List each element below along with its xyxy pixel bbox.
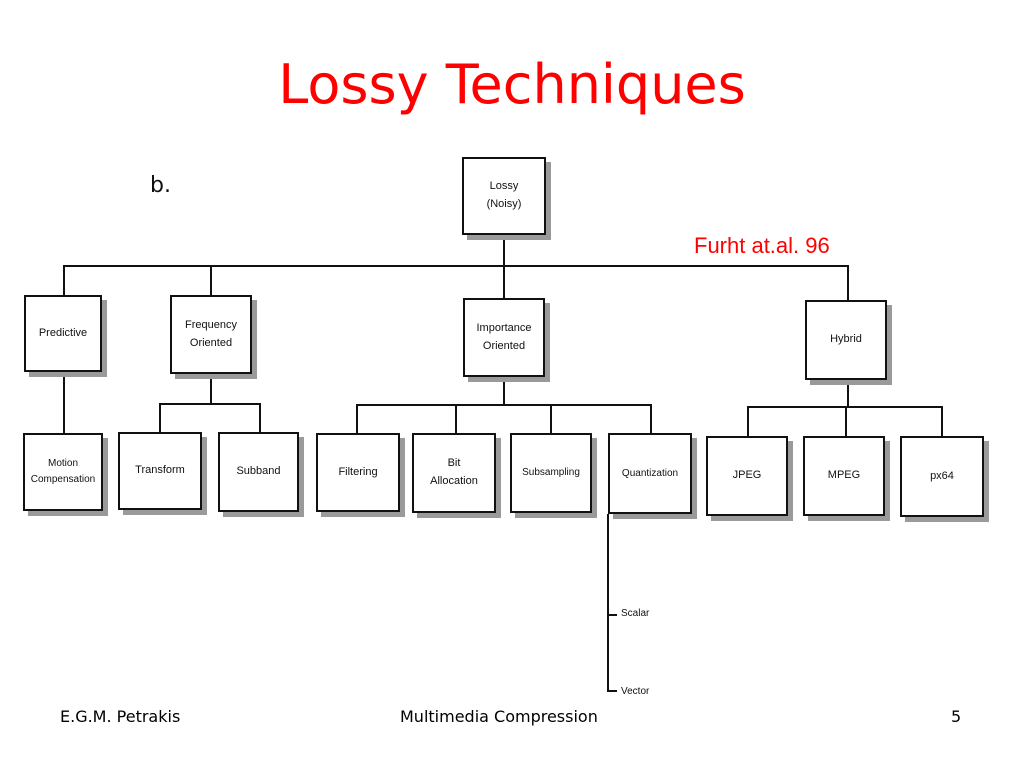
connector-jpeg <box>747 406 749 437</box>
connector-vector <box>607 690 617 692</box>
connector-frequency <box>210 265 212 296</box>
connector-quantization <box>650 404 652 434</box>
footer-page-number: 5 <box>951 707 962 726</box>
node-jpeg: JPEG <box>706 436 788 516</box>
node-px64: px64 <box>900 436 984 517</box>
connector-hybrid-down <box>847 380 849 407</box>
connector-importance-down <box>503 377 505 405</box>
connector-filtering <box>356 404 358 434</box>
node-motion-compensation: Motion Compensation <box>23 433 103 511</box>
connector-level1-bar <box>63 265 849 267</box>
connector-predictive <box>63 265 65 296</box>
node-transform: Transform <box>118 432 202 510</box>
figure-label: b. <box>150 173 171 198</box>
node-subband: Subband <box>218 432 299 512</box>
node-importance-oriented: Importance Oriented <box>463 298 545 377</box>
connector-px64 <box>941 406 943 437</box>
footer-author: E.G.M. Petrakis <box>60 707 181 726</box>
connector-importance <box>503 265 505 299</box>
connector-importance-bar <box>356 404 652 406</box>
leaf-vector: Vector <box>621 686 650 697</box>
connector-mpeg <box>845 406 847 437</box>
node-predictive: Predictive <box>24 295 102 372</box>
connector-subsampling <box>550 404 552 434</box>
node-subsampling: Subsampling <box>510 433 592 513</box>
connector-root <box>503 235 505 267</box>
node-mpeg: MPEG <box>803 436 885 516</box>
leaf-scalar: Scalar <box>621 608 650 619</box>
node-frequency-oriented: Frequency Oriented <box>170 295 252 374</box>
node-quantization: Quantization <box>608 433 692 514</box>
node-lossy: Lossy (Noisy) <box>462 157 546 235</box>
connector-transform <box>159 403 161 433</box>
connector-hybrid <box>847 265 849 301</box>
node-bit-allocation: Bit Allocation <box>412 433 496 513</box>
connector-quantization-down <box>607 514 609 692</box>
citation: Furht at.al. 96 <box>694 233 830 258</box>
connector-frequency-down <box>210 374 212 404</box>
node-filtering: Filtering <box>316 433 400 512</box>
slide-title: Lossy Techniques <box>278 53 746 116</box>
connector-predictive-down <box>63 372 65 434</box>
connector-bit-allocation <box>455 404 457 434</box>
footer-course: Multimedia Compression <box>400 707 598 726</box>
connector-subband <box>259 403 261 433</box>
connector-scalar <box>607 614 617 616</box>
node-hybrid: Hybrid <box>805 300 887 380</box>
connector-frequency-bar <box>159 403 261 405</box>
